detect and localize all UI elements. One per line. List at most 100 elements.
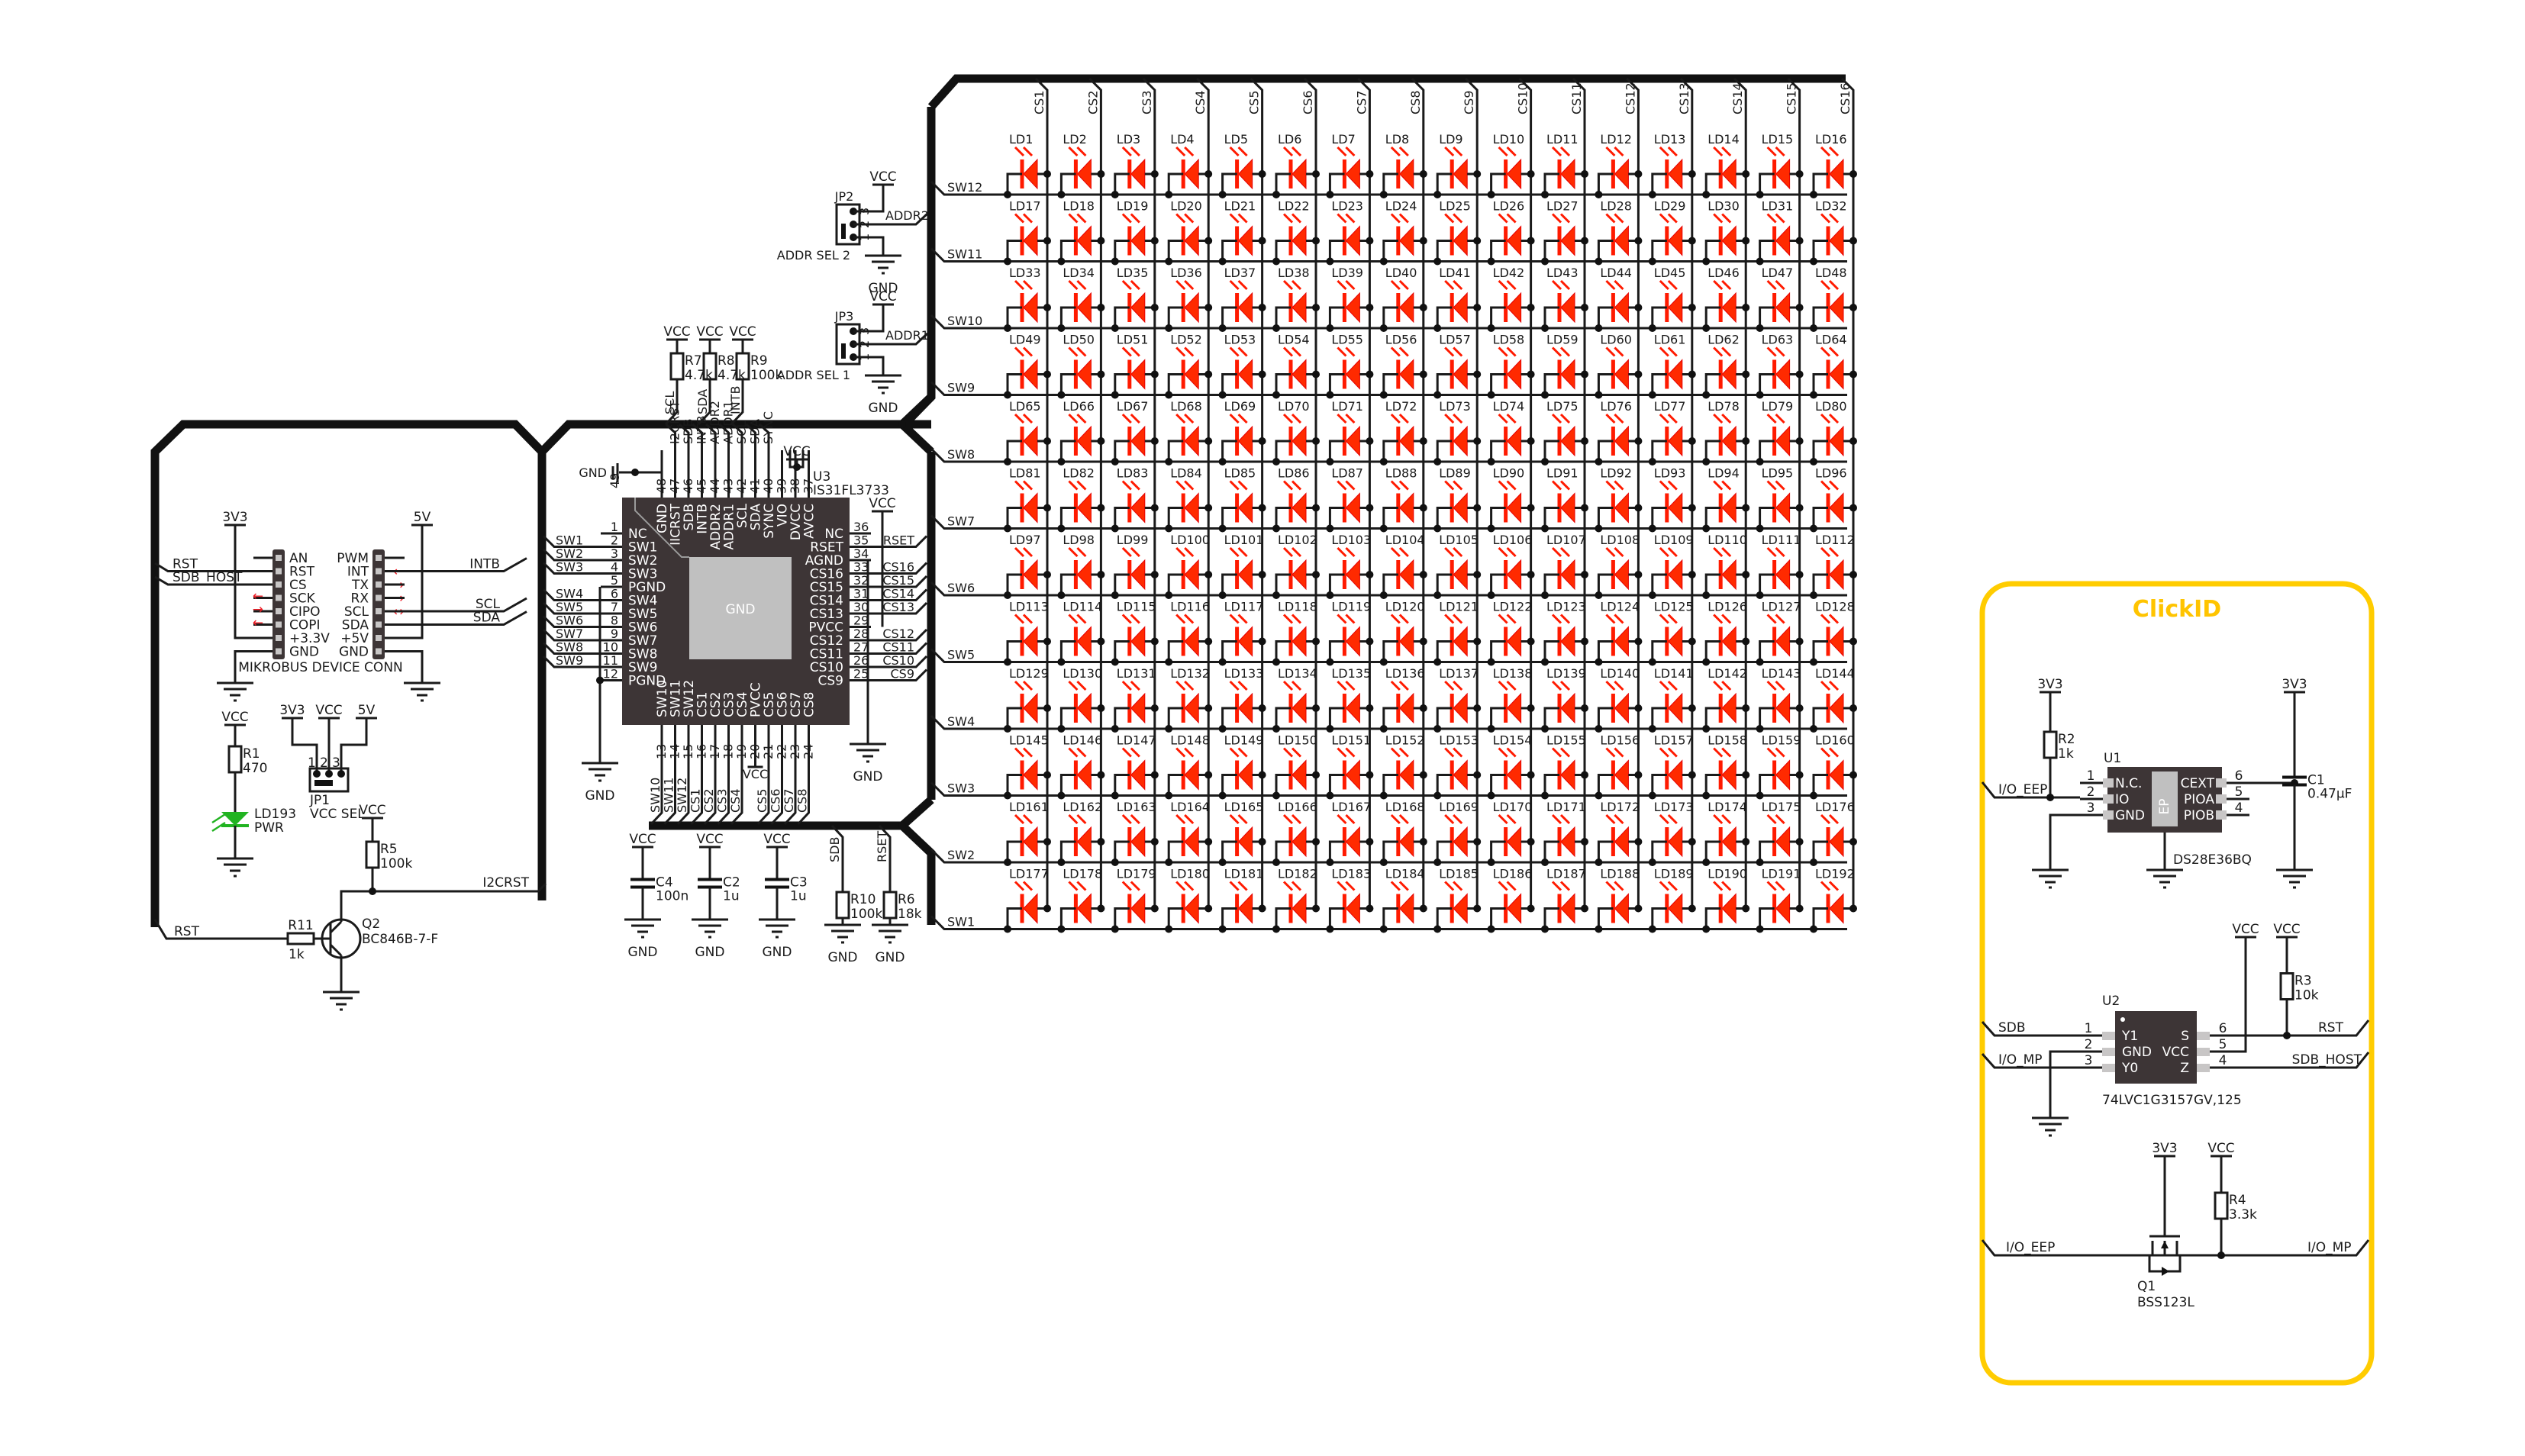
led-arrow [1659, 747, 1669, 758]
column-label: CS6 [1301, 90, 1315, 114]
led-arrow [1282, 480, 1294, 491]
led-body [1721, 359, 1737, 390]
wire [1597, 907, 1614, 929]
wire [1812, 907, 1828, 929]
junction-dot [1326, 658, 1334, 666]
led-arrow [1130, 680, 1140, 691]
u1-pin-number: 6 [2235, 768, 2243, 784]
wire [1221, 507, 1237, 529]
led-body [1184, 225, 1199, 256]
led-ref: LD164 [1170, 800, 1210, 814]
junction-dot [1097, 771, 1105, 779]
net-cs5 [756, 767, 770, 826]
led-arrow [1614, 480, 1624, 491]
led-arrow [1551, 614, 1562, 624]
led-arrow [1022, 413, 1034, 424]
row-label: SW5 [947, 648, 975, 662]
junction-dot [1204, 370, 1213, 378]
junction-dot [1379, 257, 1388, 266]
power-rail-icon: 3V3 [279, 703, 305, 720]
led-body [1345, 225, 1360, 256]
u2-pin-name: Y0 [2121, 1061, 2138, 1076]
junction-dot [1097, 170, 1105, 178]
u2-pad [2197, 1048, 2210, 1056]
junction-dot [1272, 324, 1280, 332]
led-body [1023, 425, 1038, 457]
led-arrow [1605, 881, 1616, 891]
resistor-value: 4.7k [718, 368, 746, 383]
led-icon [1221, 546, 1262, 595]
led-icon [1382, 680, 1424, 729]
junction-dot [1204, 904, 1213, 913]
led-arrow [1068, 747, 1079, 758]
ground-icon [323, 991, 360, 1011]
led-icon [1812, 813, 1853, 862]
wire [1059, 573, 1076, 595]
resistor-body [365, 840, 380, 869]
resistor-ref: R4 [2229, 1193, 2246, 1208]
mikrobus-pin-label-left: +3.3V [289, 631, 330, 646]
junction-dot [596, 676, 604, 685]
junction-dot [1742, 637, 1750, 646]
led-ref: LD178 [1063, 867, 1102, 881]
led-arrow [1614, 146, 1624, 157]
junction-dot [1043, 904, 1051, 913]
junction-dot [1595, 191, 1603, 198]
junction-dot [1379, 458, 1388, 465]
junction-dot [1849, 437, 1857, 445]
junction-dot [1648, 791, 1656, 800]
led-arrow [1068, 813, 1079, 825]
u3-pin-number: 47 [668, 478, 682, 494]
column-label: CS7 [1354, 90, 1369, 114]
mikrobus-pin-label-right: RX [351, 591, 369, 607]
u2-pad [2102, 1064, 2115, 1072]
wire [1006, 373, 1022, 395]
junction-dot [1272, 925, 1280, 933]
junction-dot [1634, 504, 1643, 512]
net-sw9 [542, 655, 601, 668]
net-label: SW12 [675, 778, 689, 813]
led-arrow [1337, 480, 1347, 491]
bus-lines [150, 74, 1846, 927]
u2-pin-number: 5 [2219, 1037, 2227, 1052]
led-ref: LD84 [1170, 466, 1202, 481]
led-icon [1436, 747, 1478, 796]
junction-dot [1366, 237, 1374, 245]
junction-dot [1057, 725, 1066, 733]
junction-dot [1648, 524, 1656, 533]
wire [1221, 907, 1237, 929]
wire [1006, 640, 1022, 662]
led-ref: LD2 [1063, 132, 1086, 147]
led-arrow [1014, 680, 1025, 691]
junction-dot [1527, 504, 1535, 512]
led-arrow [1291, 413, 1302, 424]
junction-dot [1004, 458, 1011, 465]
wire [1651, 907, 1667, 929]
net-label: CS6 [769, 788, 783, 813]
led-body [1614, 292, 1629, 324]
junction-dot [1527, 170, 1535, 178]
u3-pin-name: SW2 [628, 553, 657, 569]
led-arrow [1175, 614, 1186, 624]
led-icon [1436, 881, 1478, 929]
led-body [1614, 626, 1629, 657]
led-ref: LD131 [1117, 666, 1156, 681]
wire [1597, 774, 1614, 796]
led-body [1453, 359, 1468, 390]
wire [1490, 707, 1506, 729]
jumper-label: ADDR SEL 1 [777, 368, 850, 382]
led-ref: LD142 [1708, 666, 1747, 681]
net-sw6 [542, 615, 601, 628]
led-body [1184, 492, 1199, 523]
wire [1812, 707, 1828, 729]
junction-dot [1379, 324, 1388, 332]
led-ref: LD51 [1117, 333, 1149, 347]
resistor-ref: R11 [288, 918, 313, 933]
led-arrow [1659, 480, 1669, 491]
led-ref: LD93 [1654, 466, 1686, 481]
led-ref: LD116 [1170, 600, 1210, 614]
junction-dot [1473, 904, 1482, 913]
column-label: CS15 [1785, 82, 1799, 114]
junction-dot [1527, 838, 1535, 846]
junction-dot [1258, 838, 1266, 846]
